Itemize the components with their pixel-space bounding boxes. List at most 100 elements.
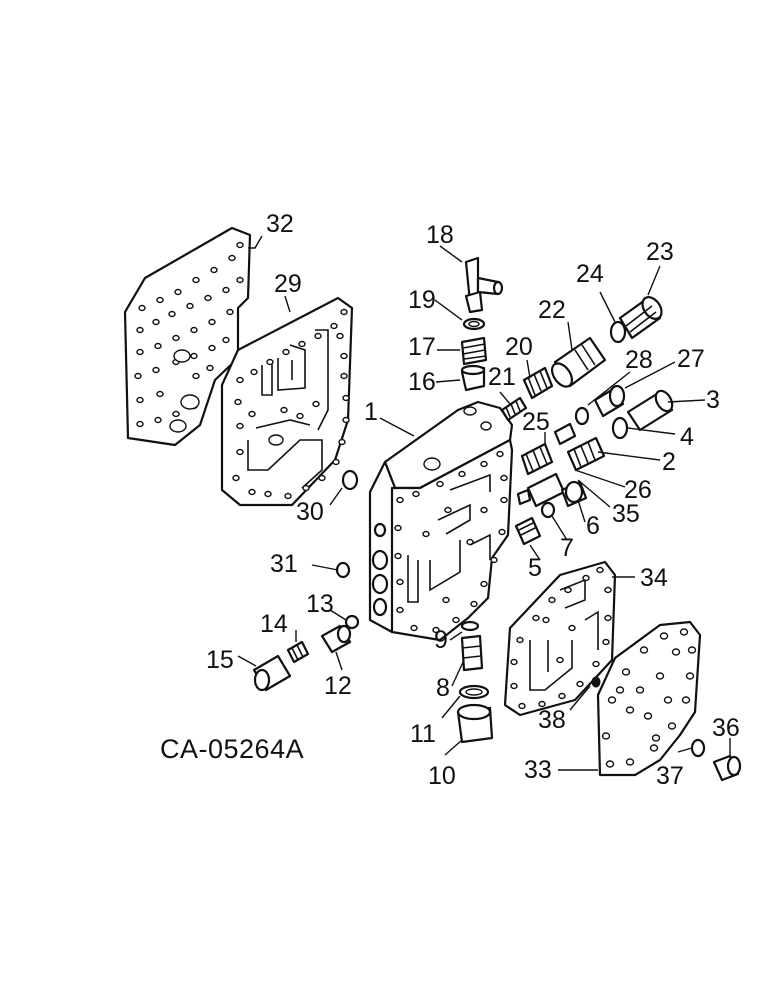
label-20: 20 (505, 333, 533, 361)
label-17: 17 (408, 333, 436, 361)
bolt-hole (236, 448, 244, 456)
bolt-hole (442, 596, 450, 604)
bolt-hole (516, 636, 524, 644)
o-ring-19 (462, 317, 486, 331)
bolt-hole (312, 400, 320, 408)
bolt-hole (180, 394, 200, 410)
label-25: 25 (522, 408, 550, 436)
label-19: 19 (408, 286, 436, 314)
bolt-hole (236, 276, 244, 284)
bolt-hole (338, 438, 346, 446)
gasket-29 (220, 296, 354, 507)
o-ring-13 (344, 614, 360, 630)
bolt-hole (602, 638, 610, 646)
label-18: 18 (426, 221, 454, 249)
bolt-hole (592, 660, 600, 668)
bolt-hole (542, 616, 550, 624)
bolt-hole (422, 530, 430, 538)
bolt-hole (605, 760, 615, 768)
bolt-hole (604, 586, 612, 594)
label-34: 34 (640, 564, 668, 592)
bolt-hole (174, 288, 182, 296)
plate-32 (123, 226, 252, 447)
label-35: 35 (612, 500, 640, 528)
label-30: 30 (296, 498, 324, 526)
bolt-hole (681, 696, 691, 704)
bolt-hole (480, 506, 488, 514)
bolt-hole (480, 460, 488, 468)
label-28: 28 (625, 346, 653, 374)
label-23: 23 (646, 238, 674, 266)
label-10: 10 (428, 762, 456, 790)
label-32: 32 (266, 210, 294, 238)
bolt-hole (394, 524, 402, 532)
bolt-hole (268, 434, 284, 446)
bolt-hole (236, 422, 244, 430)
o-ring-7 (540, 501, 556, 519)
bolt-hole (607, 696, 617, 704)
bolt-hole (172, 410, 180, 418)
bolt-hole (466, 538, 474, 546)
bolt-hole (282, 348, 290, 356)
bolt-hole (639, 646, 649, 654)
bolt-hole (496, 450, 504, 458)
bolt-hole (412, 490, 420, 498)
bolt-hole (452, 616, 460, 624)
bolt-hole (330, 322, 338, 330)
label-11: 11 (410, 720, 436, 748)
bolt-hole (138, 304, 146, 312)
bolt-hole (336, 332, 344, 340)
bolt-hole (625, 706, 635, 714)
valve-26 (516, 472, 566, 508)
bolt-hole (208, 344, 216, 352)
bolt-hole (156, 390, 164, 398)
bolt-hole (671, 648, 681, 656)
plug-35 (560, 480, 588, 508)
bolt-hole (173, 349, 191, 363)
bolt-hole (436, 480, 444, 488)
bolt-hole (154, 342, 162, 350)
bolt-hole (470, 600, 478, 608)
label-14: 14 (260, 610, 288, 638)
label-4: 4 (680, 423, 694, 451)
bolt-hole (500, 496, 508, 504)
bolt-hole (396, 606, 404, 614)
bolt-hole (284, 492, 292, 500)
bolt-hole (490, 556, 498, 564)
bolt-hole (232, 474, 240, 482)
bolt-hole (518, 702, 526, 710)
spool-22 (550, 336, 607, 388)
label-26: 26 (624, 476, 652, 504)
leader-lines (237, 235, 731, 771)
bolt-hole (302, 484, 310, 492)
bolt-hole (548, 596, 556, 604)
bolt-hole (396, 578, 404, 586)
bolt-hole (538, 700, 546, 708)
bolt-hole (136, 348, 144, 356)
label-29: 29 (274, 270, 302, 298)
dowel-38 (591, 676, 601, 688)
bolt-hole (685, 672, 695, 680)
bolt-hole (649, 744, 659, 752)
plug-12 (320, 624, 352, 654)
bolt-hole (458, 470, 466, 478)
bolt-hole (192, 372, 200, 380)
plate-33 (596, 620, 702, 777)
bolt-hole (298, 340, 306, 348)
bolt-hole (264, 490, 272, 498)
label-7: 7 (560, 534, 574, 562)
bolt-hole (342, 416, 350, 424)
label-6: 6 (586, 512, 600, 540)
label-37: 37 (656, 762, 684, 790)
label-15: 15 (206, 646, 234, 674)
bolt-hole (248, 410, 256, 418)
bolt-hole (655, 672, 665, 680)
bolt-hole (190, 352, 198, 360)
bolt-hole (651, 734, 661, 742)
bolt-hole (564, 586, 572, 594)
bolt-hole (604, 614, 612, 622)
bolt-hole (663, 696, 673, 704)
spring-2 (566, 436, 606, 472)
bolt-hole (667, 722, 677, 730)
